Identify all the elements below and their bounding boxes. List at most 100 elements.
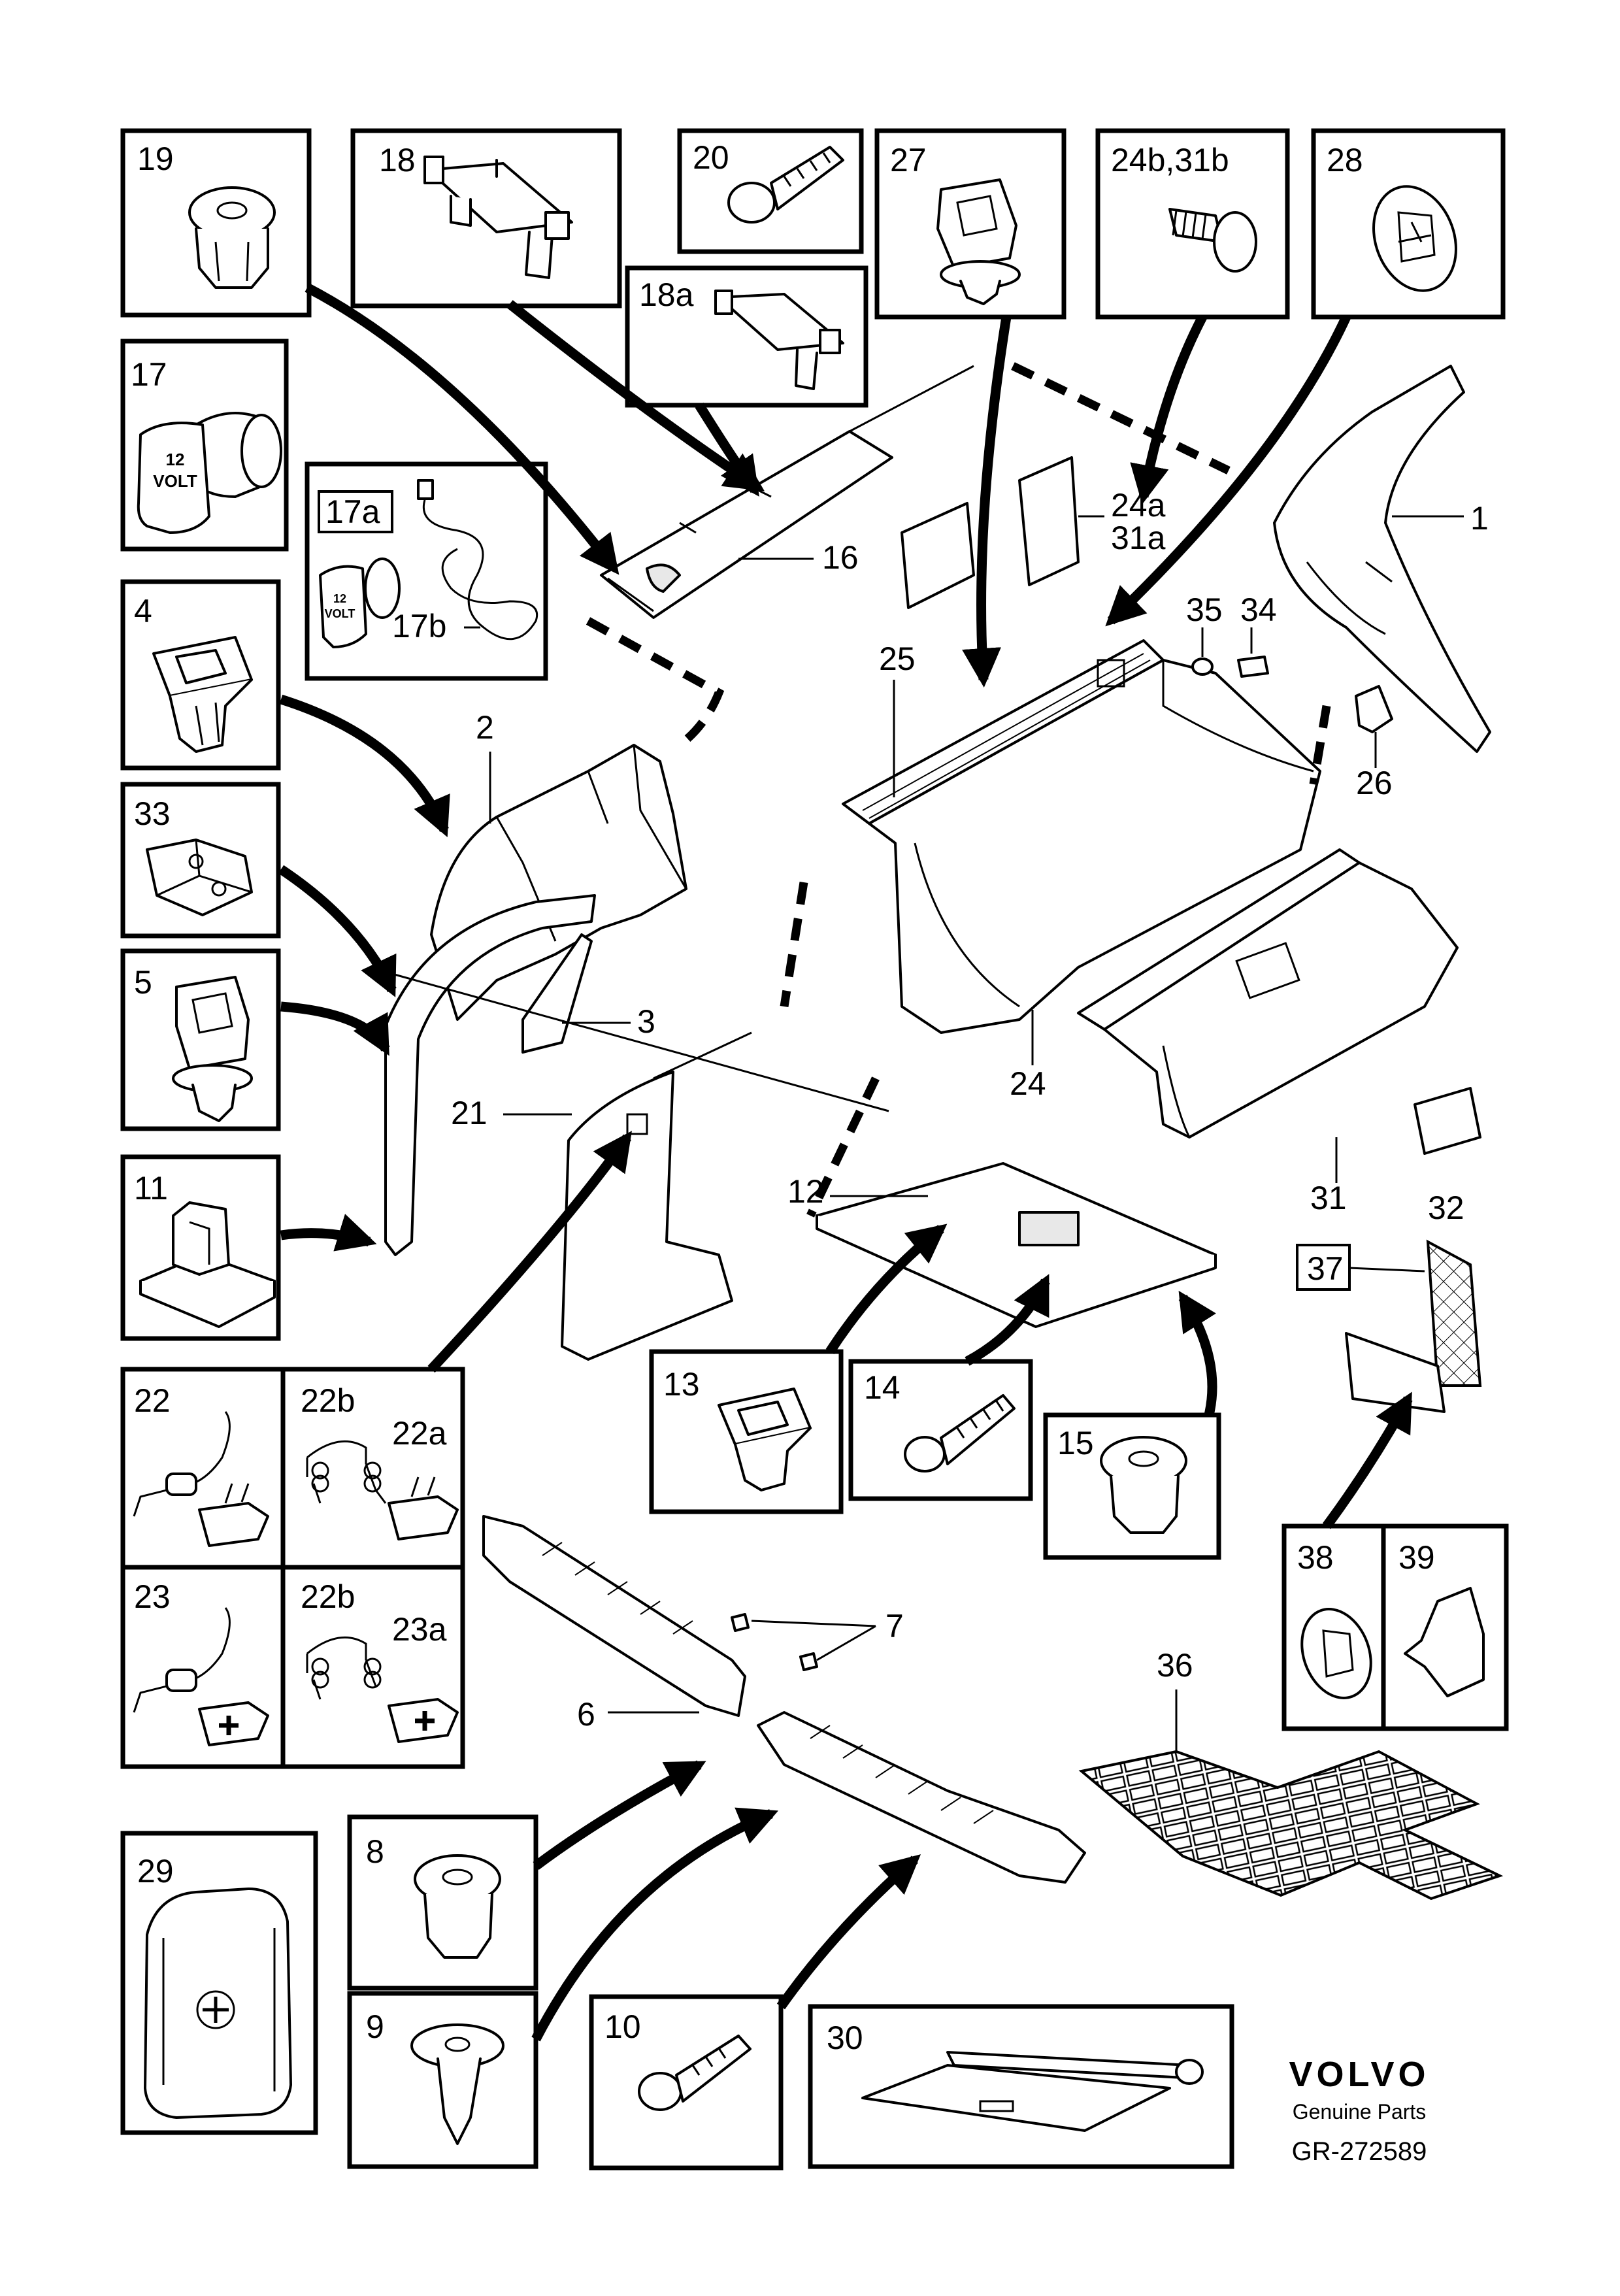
12-volt-socket-icon: 12 VOLT [137,412,282,534]
label-10: 10 [604,2008,641,2045]
label-17: 17 [131,356,167,393]
part-31-panel[interactable]: 31 [1077,848,1459,1216]
part-3-bracket[interactable]: 3 [521,933,655,1054]
label-22b-top: 22b [301,1382,355,1419]
box-15[interactable]: 15 [1043,1412,1221,1560]
box-18[interactable]: 18 [350,128,622,308]
box-24b-31b[interactable]: 24b,31b [1095,128,1290,320]
part-1-pillar[interactable]: 1 [1273,365,1491,753]
box-20[interactable]: 20 [677,128,864,254]
label-18a: 18a [639,276,694,313]
label-13: 13 [663,1366,700,1403]
socket-label-voltb: VOLT [325,607,355,620]
part-36-mat[interactable]: 36 [1078,1647,1504,1901]
box-11[interactable]: 11 [120,1154,281,1341]
label-16: 16 [822,539,859,576]
box-29[interactable]: 29 [120,1831,318,2135]
socket-label-12b: 12 [333,592,346,605]
label-3: 3 [637,1003,655,1040]
u-clip-icon [152,636,253,753]
star-washer-icon-38 [1300,1608,1372,1699]
box-8[interactable]: 8 [347,1814,538,1991]
clip-fastener-icon [172,976,253,1122]
part-16-trim[interactable]: 16 [600,430,893,619]
label-11: 11 [134,1170,168,1206]
rivet-screw-icon [1168,208,1257,273]
bracket-clip-small-icon [714,290,844,390]
box-18a[interactable]: 18a [625,265,868,408]
box-22-23-group[interactable]: 22 22b 22a 23 22b 23a [120,1367,465,1769]
diagram-reference: GR-272589 [1292,2137,1427,2166]
box-30[interactable]: 30 [808,2004,1234,2169]
hook-icon-39 [1404,1587,1485,1697]
u-clip-icon-13 [718,1388,812,1491]
box-5[interactable]: 5 [120,948,281,1131]
box-28[interactable]: 28 [1311,128,1506,320]
part-6-sill[interactable]: 6 [482,1515,1086,1884]
label-17b: 17b [392,608,446,644]
box-13[interactable]: 13 [649,1349,844,1514]
label-21: 21 [451,1095,488,1131]
part-32-cap[interactable]: 32 [1413,1087,1481,1226]
box-27[interactable]: 27 [874,128,1066,320]
screw-icon-14 [904,1394,1016,1472]
bracket-clip-icon [423,156,573,279]
part-26-cap[interactable]: 26 [1355,685,1393,801]
part-arch-trim[interactable] [384,894,596,1256]
push-clip-icon-15 [1100,1436,1187,1534]
box-38-39[interactable]: 38 39 [1281,1523,1509,1731]
cargo-cover-icon [861,2051,1204,2132]
box-17a[interactable]: 17a 12 VOLT 17b [305,461,548,681]
12-volt-socket-wiring-icon: 12 VOLT [319,479,538,648]
label-26: 26 [1356,765,1393,801]
part-24[interactable]: 24 [1010,1010,1046,1102]
label-1: 1 [1470,500,1489,537]
label-9: 9 [366,2008,384,2045]
label-20: 20 [693,139,729,176]
label-23: 23 [134,1578,171,1615]
bracket-icon [146,839,253,916]
box-4[interactable]: 4 [120,579,281,771]
label-33: 33 [134,795,171,832]
label-35: 35 [1186,591,1223,628]
label-22b-bottom: 22b [301,1578,355,1615]
volvo-brand-block: VOLVO Genuine Parts GR-272589 [1289,2055,1429,2166]
label-32: 32 [1428,1190,1464,1226]
part-24a-31a[interactable]: 24a 31a [901,456,1166,609]
spring-hinge-plus-icon [306,1636,459,1743]
label-36: 36 [1157,1647,1193,1684]
part-7-clips[interactable]: 7 [731,1608,904,1671]
label-25: 25 [879,641,916,677]
label-4: 4 [134,593,152,629]
fasteners-34-35[interactable]: 35 34 [1186,591,1277,678]
label-8: 8 [366,1833,384,1870]
box-10[interactable]: 10 [589,1994,784,2171]
label-19: 19 [137,141,174,177]
part-12-floor-panel[interactable]: 12 [787,1162,1217,1328]
label-17a: 17a [325,493,380,530]
dashed-guide-lines [586,362,1331,1218]
spring-hinge-icon [306,1440,459,1540]
first-aid-bag-icon [144,1888,292,2119]
box-33[interactable]: 33 [120,782,281,939]
part-2-panel[interactable]: 2 [430,709,687,1021]
screw-icon-10 [638,2035,752,2111]
label-24: 24 [1010,1065,1046,1102]
label-29: 29 [137,1853,174,1889]
box-17[interactable]: 17 12 VOLT [120,339,289,552]
thin-guide-lines [391,365,974,1112]
part-25-main-panel[interactable]: 25 [842,639,1321,1034]
label-31a: 31a [1111,520,1166,556]
box-19[interactable]: 19 [120,128,312,318]
box-9[interactable]: 9 [347,1991,538,2169]
box-14[interactable]: 14 [848,1359,1033,1501]
part-21-cover[interactable]: 21 [451,1071,733,1361]
volvo-logo: VOLVO [1289,2055,1429,2094]
label-24a: 24a [1111,487,1166,524]
spring-cover-icon [133,1411,269,1547]
spring-cover-plus-icon [133,1607,269,1746]
genuine-parts-text: Genuine Parts [1293,2100,1427,2123]
part-37-net[interactable]: 37 [1296,1239,1482,1413]
push-clip-icon [188,186,276,289]
